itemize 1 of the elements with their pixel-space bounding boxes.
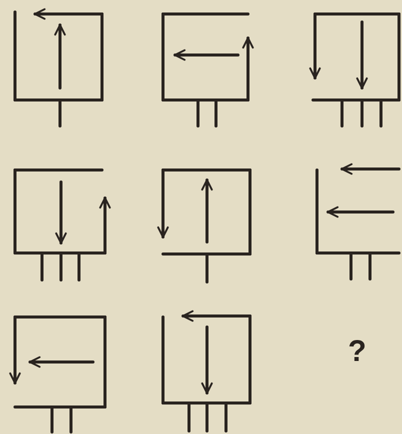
question-mark: ? [348, 334, 366, 370]
